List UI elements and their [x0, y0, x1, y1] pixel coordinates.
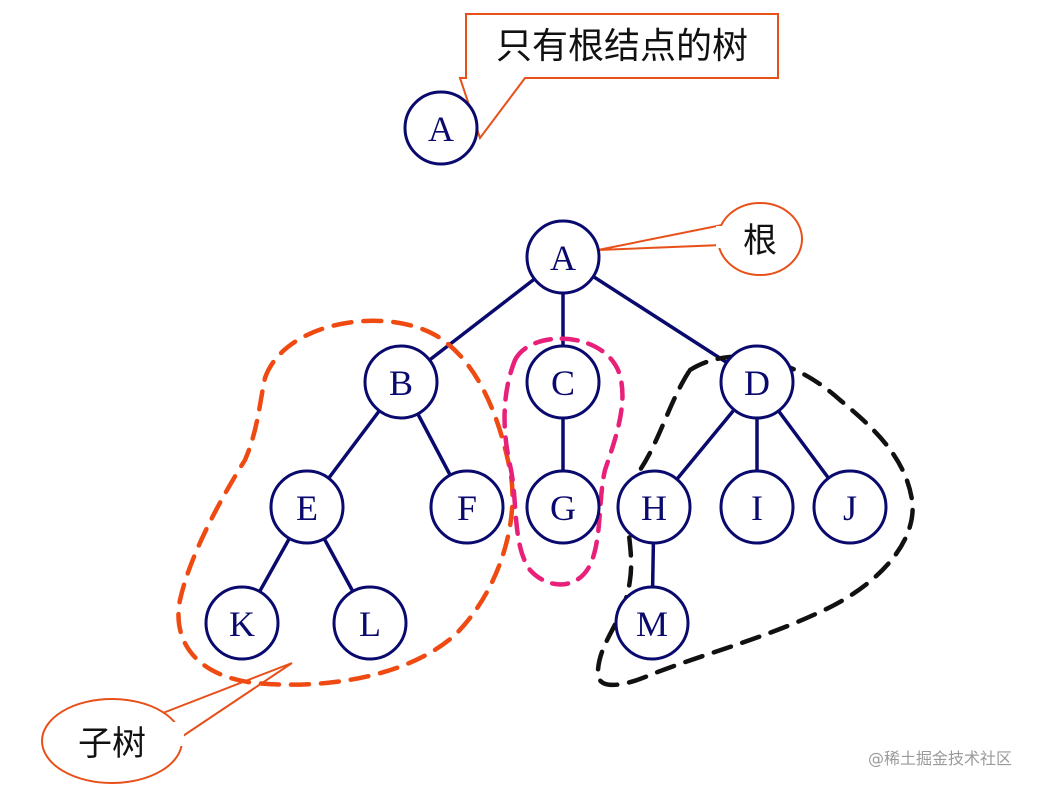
- node-label: A: [550, 238, 576, 278]
- node-circle: [614, 585, 690, 661]
- node-label: B: [389, 363, 413, 403]
- node-circle: [719, 344, 795, 420]
- node-label: G: [550, 488, 576, 528]
- node-l: L: [332, 585, 408, 661]
- node-label: M: [636, 604, 668, 644]
- node-circle: [429, 469, 505, 545]
- tree-nodes: A B C D E F G H I J K L M: [204, 219, 888, 661]
- standalone-node-a: A: [403, 90, 479, 166]
- node-circle: [812, 469, 888, 545]
- node-label: C: [551, 363, 575, 403]
- subtree-outline-b: [176, 318, 515, 687]
- callout-subtree: 子树: [41, 662, 293, 784]
- callout-subtree-join: [168, 722, 184, 746]
- node-label: D: [744, 363, 770, 403]
- node-e: E: [269, 469, 345, 545]
- watermark: @稀土掘金技术社区: [868, 749, 1012, 768]
- node-h: H: [616, 469, 692, 545]
- node-circle: [363, 344, 439, 420]
- node-circle: [269, 469, 345, 545]
- tree-edges: [240, 255, 852, 624]
- node-j: J: [812, 469, 888, 545]
- node-circle: [332, 585, 408, 661]
- node-circle: [719, 469, 795, 545]
- callout-subtree-label: 子树: [78, 724, 146, 764]
- node-g: G: [525, 469, 601, 545]
- subtree-outline-c: [502, 336, 625, 587]
- node-label: E: [296, 488, 318, 528]
- node-c: C: [525, 344, 601, 420]
- node-circle: [616, 469, 692, 545]
- node-k: K: [204, 585, 280, 661]
- node-m: M: [614, 585, 690, 661]
- node-label: K: [229, 604, 255, 644]
- node-d: D: [719, 344, 795, 420]
- node-f: F: [429, 469, 505, 545]
- edge-a-d: [562, 255, 758, 384]
- node-label: I: [751, 488, 763, 528]
- callout-box: [458, 13, 779, 141]
- node-label: L: [359, 604, 381, 644]
- node-i: I: [719, 469, 795, 545]
- node-label: J: [843, 488, 857, 528]
- callout-root: 根: [597, 202, 803, 276]
- callout-root-only-tree-label: 只有根结点的树: [496, 26, 748, 67]
- node-b: B: [363, 344, 439, 420]
- callout-root-label: 根: [743, 221, 777, 261]
- callout-root-pointer: [597, 223, 723, 251]
- node-label: H: [641, 488, 667, 528]
- node-circle: [525, 219, 601, 295]
- callout-root-join: [716, 226, 728, 248]
- node-a: A: [525, 219, 601, 295]
- node-circle: [204, 585, 280, 661]
- standalone-node-label: A: [428, 109, 454, 149]
- node-circle: [525, 469, 601, 545]
- node-label: F: [457, 488, 477, 528]
- callout-root-only-tree: 只有根结点的树: [458, 13, 779, 141]
- node-circle: [525, 344, 601, 420]
